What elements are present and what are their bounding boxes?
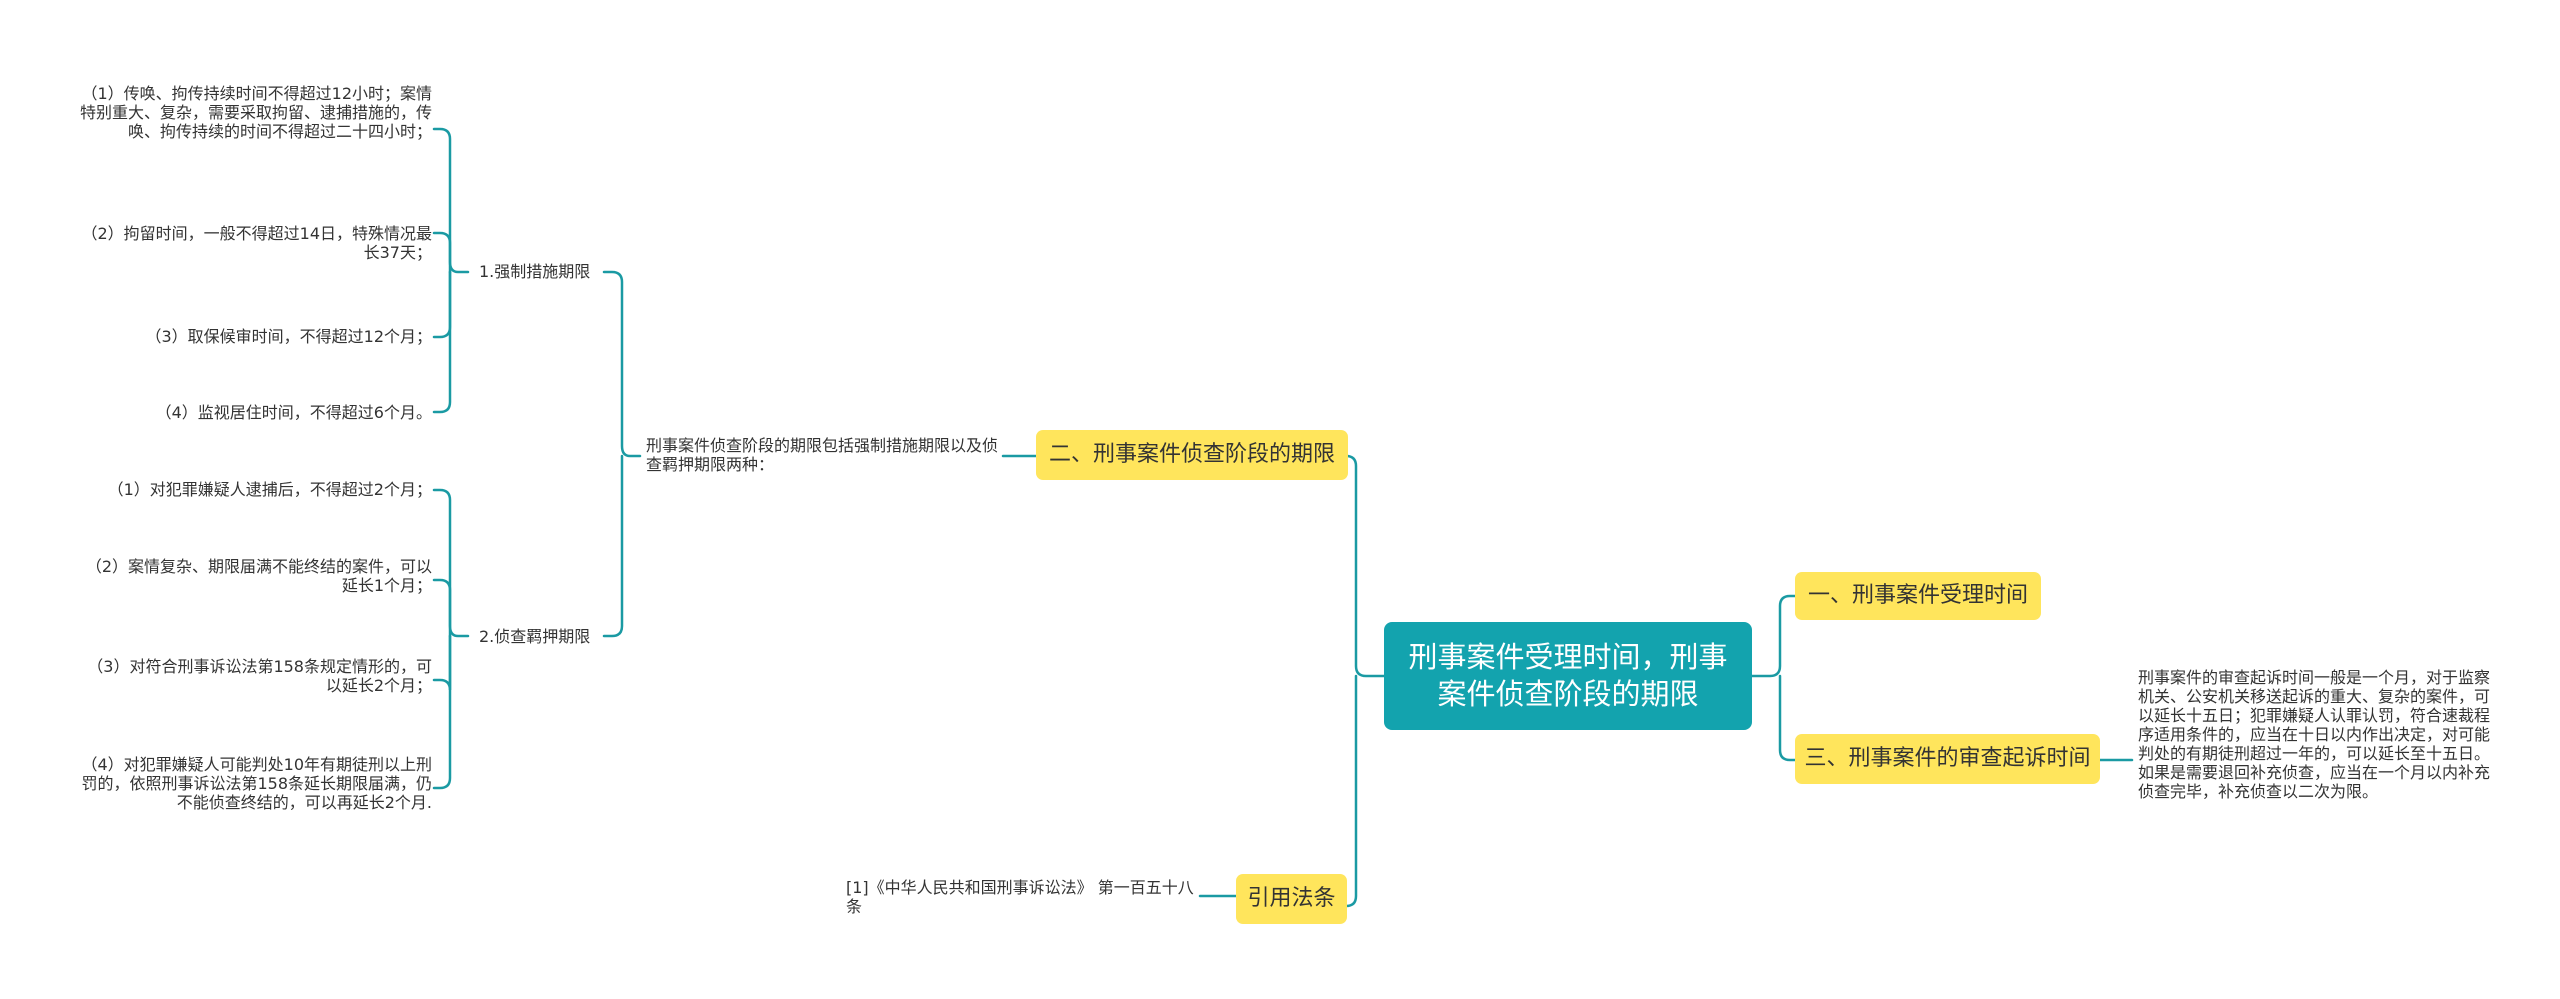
branch-label: 三、刑事案件的审查起诉时间 (1804, 746, 2091, 771)
branch-label: 引用法条 (1247, 886, 1336, 911)
investigation-period-summary: 刑事案件侦查阶段的期限包括强制措施期限以及侦查羁押期限两种： (646, 436, 999, 474)
coercive-item-1: （1）传唤、拘传持续时间不得超过12小时；案情特别重大、复杂，需要采取拘留、逮捕… (80, 84, 433, 141)
link-coercive-1 (432, 127, 470, 274)
branch-label: 一、刑事案件受理时间 (1807, 583, 2028, 608)
branch-case-acceptance-time[interactable]: 一、刑事案件受理时间 (1795, 572, 2041, 620)
detention-item-3: （3）对符合刑事诉讼法第158条规定情形的，可以延长2个月； (87, 657, 432, 695)
link-coercive-2 (432, 231, 452, 274)
detention-item-2: （2）案情复杂、期限届满不能终结的案件，可以延长1个月； (85, 557, 432, 595)
link-summary-detention (602, 454, 624, 638)
branch-label: 二、刑事案件侦查阶段的期限 (1048, 442, 1335, 467)
coercive-item-4: （4）监视居住时间，不得超过6个月。 (155, 403, 432, 422)
group-investigative-detention[interactable]: 2.侦查羁押期限 (479, 627, 591, 646)
coercive-item-3: （3）取保候审时间，不得超过12个月； (145, 327, 432, 346)
link-summary-coercive (602, 270, 642, 458)
link-root-b1 (1750, 594, 1797, 678)
detention-item-1: （1）对犯罪嫌疑人逮捕后，不得超过2个月； (107, 480, 432, 499)
group-coercive-measures[interactable]: 1.强制措施期限 (479, 262, 591, 281)
coercive-item-2: （2）拘留时间，一般不得超过14日，特殊情况最长37天； (81, 224, 432, 262)
root-topic-label: 刑事案件受理时间，刑事案件侦查阶段的期限 (1408, 640, 1728, 711)
link-detention-4 (432, 634, 452, 790)
link-detention-1 (432, 488, 470, 638)
link-root-b2 (1341, 454, 1386, 678)
statute-citation: [1]《中华人民共和国刑事诉讼法》 第一百五十八条 (846, 878, 1194, 916)
branch-investigation-period[interactable]: 二、刑事案件侦查阶段的期限 (1036, 430, 1348, 480)
link-detention-2 (432, 578, 452, 638)
link-detention-3 (432, 634, 452, 691)
link-root-b4 (1341, 674, 1358, 908)
branch-cited-statutes[interactable]: 引用法条 (1236, 874, 1347, 924)
link-root-b3 (1778, 674, 1797, 762)
link-coercive-3 (432, 270, 452, 339)
review-prosecution-detail: 刑事案件的审查起诉时间一般是一个月，对于监察机关、公安机关移送起诉的重大、复杂的… (2138, 668, 2491, 801)
detention-item-4: （4）对犯罪嫌疑人可能判处10年有期徒刑以上刑罚的，依照刑事诉讼法第158条延长… (81, 755, 432, 812)
root-topic[interactable]: 刑事案件受理时间，刑事案件侦查阶段的期限 (1384, 622, 1752, 730)
branch-review-prosecution-time[interactable]: 三、刑事案件的审查起诉时间 (1795, 734, 2100, 784)
link-coercive-4 (432, 270, 452, 414)
